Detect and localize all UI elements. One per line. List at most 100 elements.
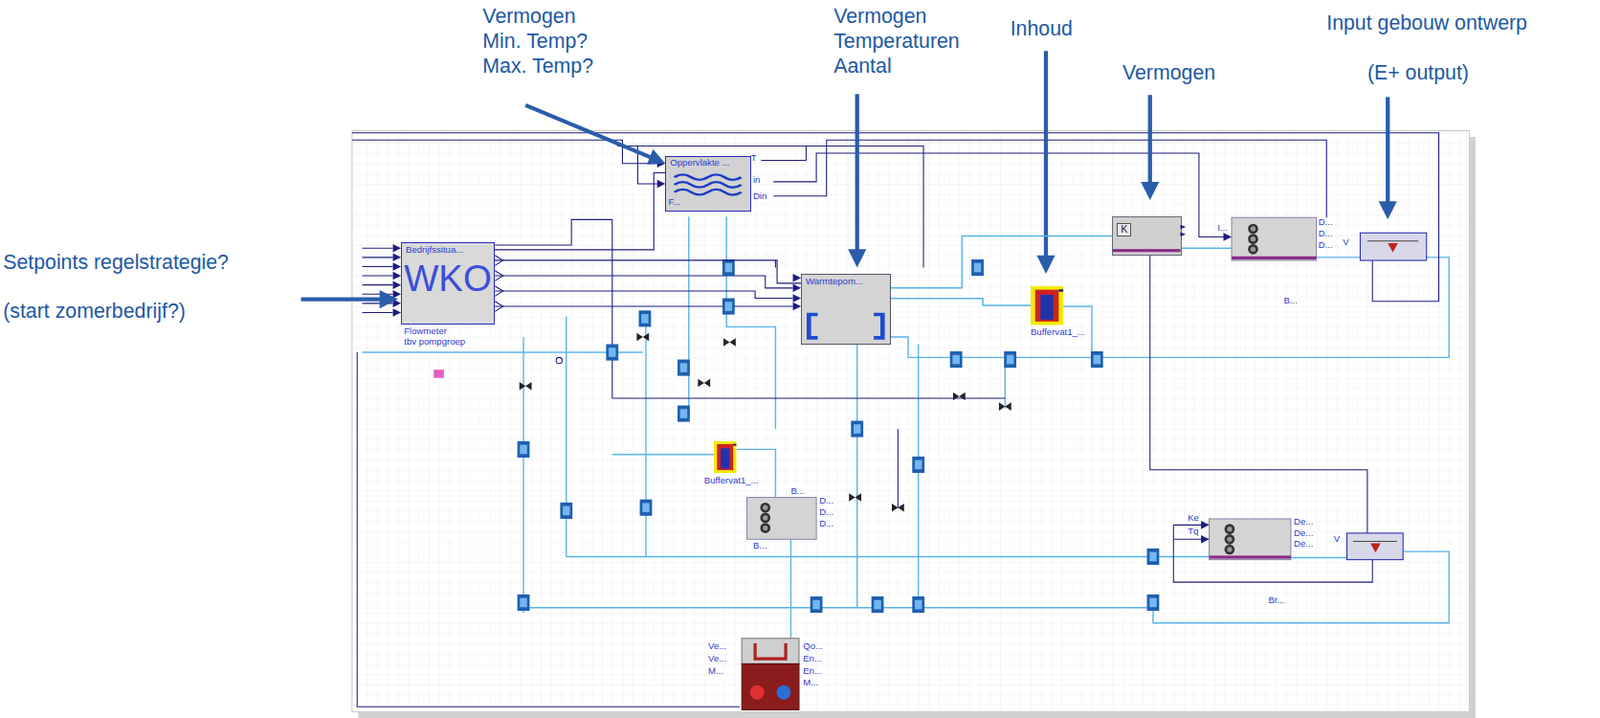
illustration-part	[1147, 548, 1160, 565]
illustration-part	[697, 378, 711, 388]
illustration-part	[917, 344, 919, 608]
illustration-part	[494, 301, 504, 312]
illustration-part	[1153, 551, 1449, 623]
illustration-part	[759, 522, 771, 534]
illustration-part	[393, 289, 402, 299]
illustration-part	[636, 333, 649, 342]
pin-label: Tq	[1187, 526, 1199, 537]
radiator-boxes	[1347, 232, 1427, 559]
illustration-part	[1148, 94, 1153, 184]
illustration-part	[494, 290, 793, 298]
illustration-part	[722, 298, 735, 315]
illustration-part	[1209, 555, 1291, 558]
annotation-text: Vermogen	[833, 4, 927, 29]
annotation-text: Temperaturen	[833, 29, 960, 54]
icon-part	[674, 175, 742, 181]
pin-label: En...	[802, 666, 823, 677]
component-icon	[1030, 286, 1064, 326]
illustration-part	[1367, 240, 1419, 242]
illustration-part	[356, 352, 740, 707]
icon-part	[808, 313, 818, 337]
component-label: Buffervat1_...	[704, 475, 759, 487]
illustration-part	[1044, 50, 1048, 258]
illustration-part	[1231, 256, 1317, 260]
annotation-text: Setpoints regelstrategie?	[2, 250, 229, 275]
illustration-part	[494, 306, 793, 308]
illustration-part	[950, 351, 963, 368]
illustration-part	[301, 296, 382, 301]
illustration-part	[1200, 520, 1210, 530]
illustration-part	[726, 216, 776, 429]
pin-label: Ke	[1187, 512, 1200, 524]
input-triangles	[393, 158, 1233, 543]
pin-label: De...	[1293, 528, 1313, 539]
illustration-part	[776, 685, 791, 700]
illustration-part	[494, 286, 504, 297]
component-label: Bedrijfssitua...	[405, 244, 464, 256]
illustration-part	[755, 643, 786, 659]
illustration-part	[1223, 232, 1233, 242]
illustration-part	[639, 310, 652, 327]
illustration-part	[1247, 223, 1259, 235]
illustration-part	[494, 275, 793, 289]
illustration-part	[362, 247, 394, 249]
illustration-part	[605, 344, 619, 361]
component-label: Oppervlakte ...	[669, 157, 750, 169]
pin-label: Ve...	[708, 653, 727, 665]
illustration-part	[1147, 594, 1160, 611]
icon-part	[674, 181, 742, 188]
illustration-part	[856, 344, 858, 608]
illustration-part	[847, 248, 867, 267]
valves	[519, 333, 1012, 512]
connector	[494, 173, 666, 250]
illustration-part	[1090, 351, 1104, 368]
pin-label: Br...	[1267, 595, 1285, 606]
illustration-part	[646, 149, 666, 165]
illustration-part	[1181, 247, 1232, 249]
pipe-lines	[362, 216, 1450, 639]
component-label: Warmtepom...	[805, 276, 890, 288]
illustration-part	[362, 275, 394, 277]
illustration-part	[1003, 351, 1017, 368]
illustration-part	[793, 302, 802, 312]
pin-label: Flowmeter	[403, 326, 447, 337]
connector-line	[890, 298, 1031, 306]
illustration-part	[559, 502, 573, 519]
icon-part	[674, 189, 742, 196]
callout-arrows	[301, 50, 1398, 309]
illustration-part	[393, 308, 402, 317]
illustration-part	[1036, 255, 1055, 274]
pin-label: D...	[1318, 217, 1334, 228]
pin-label: M...	[708, 666, 724, 677]
signal-lines	[352, 133, 1440, 708]
connector-line	[494, 260, 801, 284]
icon-part	[713, 441, 736, 473]
pin-label: De...	[1293, 516, 1313, 528]
illustration-part	[1387, 243, 1399, 253]
illustration-part	[736, 448, 777, 497]
connector	[494, 260, 801, 284]
illustration-part	[1140, 181, 1159, 200]
pin-label: M...	[802, 677, 819, 689]
illustration-part	[644, 318, 646, 557]
annotation-text: Min. Temp?	[482, 29, 588, 54]
illustration-part	[760, 146, 806, 161]
illustration-part	[775, 260, 777, 267]
component-icon	[713, 441, 736, 473]
pin-label: T	[751, 153, 757, 164]
control-block: Bedrijfssitua...WKO	[400, 242, 495, 325]
icon-part	[1030, 286, 1064, 326]
illustration-part	[1316, 256, 1361, 258]
illustration-part	[433, 369, 445, 378]
pin-label: Ve...	[708, 641, 727, 652]
pin-label: B...	[790, 486, 804, 497]
illustration-part	[393, 253, 402, 263]
connector	[890, 235, 1113, 288]
pin-label: D...	[819, 507, 834, 518]
pin-label: V	[1342, 237, 1349, 248]
icon-part	[1058, 288, 1064, 291]
illustration-part	[911, 456, 925, 473]
misc-icons	[433, 356, 562, 378]
illustration-part	[565, 316, 567, 557]
